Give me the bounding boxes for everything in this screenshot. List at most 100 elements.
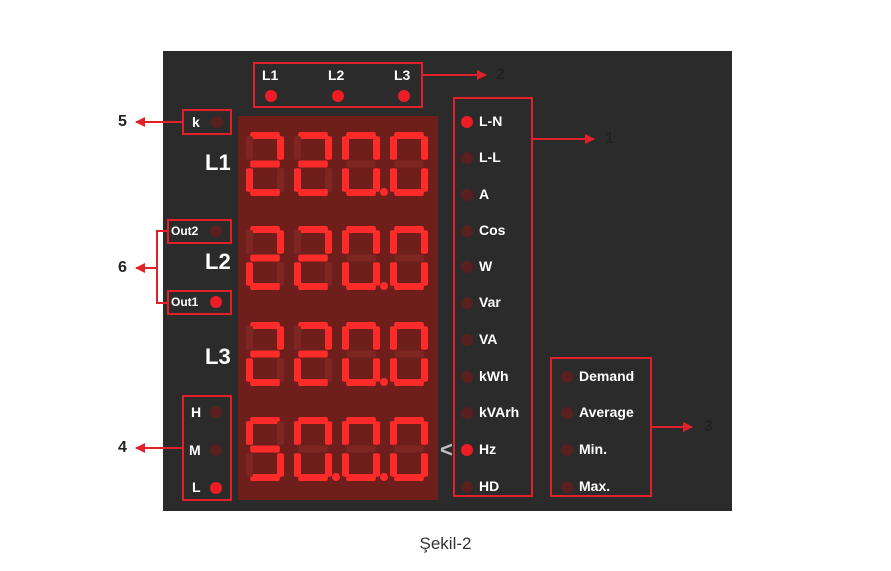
digit-segment-c bbox=[373, 262, 380, 286]
digit-segment-a bbox=[298, 417, 328, 424]
measure-led-4 bbox=[461, 261, 473, 273]
digit-segment-b bbox=[421, 230, 428, 254]
digit-segment-f bbox=[294, 326, 301, 350]
measure-led-7 bbox=[461, 371, 473, 383]
l-led bbox=[210, 482, 222, 494]
digit-segment-e bbox=[342, 262, 349, 286]
phase-indicator-box bbox=[253, 62, 423, 108]
demand-indicator-box bbox=[550, 357, 652, 497]
measure-label: Var bbox=[479, 294, 501, 310]
out1-indicator-box bbox=[167, 290, 232, 315]
digit-segment-b bbox=[421, 421, 428, 445]
digit-segment-f bbox=[294, 230, 301, 254]
digit-segment-e bbox=[390, 262, 397, 286]
digit-segment-d bbox=[394, 283, 424, 290]
digit-segment-b bbox=[373, 230, 380, 254]
demand-led-2 bbox=[561, 444, 573, 456]
digit-segment-d bbox=[250, 283, 280, 290]
digit-segment-g bbox=[298, 350, 328, 358]
phase-label-l3: L3 bbox=[394, 67, 411, 83]
digit-segment-a bbox=[394, 132, 424, 139]
measure-label: Cos bbox=[479, 222, 506, 238]
demand-led-1 bbox=[561, 407, 573, 419]
demand-led-0 bbox=[561, 371, 573, 383]
digit-segment-g bbox=[346, 350, 376, 358]
measure-label: HD bbox=[479, 478, 500, 494]
digit-segment-a bbox=[250, 417, 280, 424]
digit-segment-c bbox=[373, 358, 380, 382]
digit-segment-g bbox=[298, 254, 328, 262]
digit-segment-d bbox=[394, 474, 424, 481]
measure-led-9 bbox=[461, 444, 473, 456]
measure-label: kVArh bbox=[479, 404, 520, 420]
figure-caption: Şekil-2 bbox=[419, 534, 472, 553]
phase-label-l1: L1 bbox=[262, 67, 279, 83]
digit-segment-d bbox=[298, 474, 328, 481]
digit-segment-b bbox=[325, 326, 332, 350]
measure-led-10 bbox=[461, 481, 473, 493]
digit-segment-b bbox=[277, 421, 284, 445]
row-label-l2: L2 bbox=[205, 249, 231, 274]
out1-label: Out1 bbox=[171, 295, 199, 309]
digit-segment-b bbox=[325, 421, 332, 445]
digit-segment-d bbox=[250, 474, 280, 481]
demand-label: Average bbox=[579, 404, 634, 420]
measure-label: L-N bbox=[479, 113, 503, 129]
digit-segment-d bbox=[346, 379, 376, 386]
measure-led-3 bbox=[461, 225, 473, 237]
digit-segment-f bbox=[246, 136, 253, 160]
digit-segment-b bbox=[421, 136, 428, 160]
measure-label: A bbox=[479, 186, 490, 202]
digit-segment-f bbox=[390, 326, 397, 350]
digit-segment-b bbox=[277, 326, 284, 350]
digit-segment-f bbox=[342, 230, 349, 254]
decimal-point bbox=[380, 378, 388, 386]
phase-led-l3 bbox=[398, 90, 410, 102]
digit-segment-b bbox=[277, 230, 284, 254]
h-led bbox=[210, 406, 222, 418]
callout-3: 3 bbox=[704, 418, 713, 435]
digit-segment-e bbox=[390, 358, 397, 382]
digit-segment-f bbox=[246, 421, 253, 445]
callout-5: 5 bbox=[118, 113, 127, 130]
digit-segment-a bbox=[298, 322, 328, 329]
digit-segment-f bbox=[246, 326, 253, 350]
digit-segment-c bbox=[373, 168, 380, 192]
digit-segment-a bbox=[250, 132, 280, 139]
digit-segment-a bbox=[346, 322, 376, 329]
phase-led-l2 bbox=[332, 90, 344, 102]
measure-led-1 bbox=[461, 152, 473, 164]
digit-segment-g bbox=[346, 160, 376, 168]
digit-segment-d bbox=[346, 474, 376, 481]
l-label: L bbox=[192, 479, 201, 495]
measure-label: W bbox=[479, 258, 493, 274]
digit-segment-g bbox=[394, 445, 424, 453]
digit-segment-b bbox=[373, 326, 380, 350]
measure-label: L-L bbox=[479, 149, 501, 165]
digit-segment-b bbox=[373, 136, 380, 160]
digit-segment-c bbox=[325, 358, 332, 382]
digit-segment-g bbox=[250, 254, 280, 262]
demand-label: Demand bbox=[579, 368, 635, 384]
digit-segment-b bbox=[373, 421, 380, 445]
digit-segment-d bbox=[250, 379, 280, 386]
measure-led-8 bbox=[461, 407, 473, 419]
measure-label: Hz bbox=[479, 441, 497, 457]
digit-segment-f bbox=[342, 136, 349, 160]
callout-bracket-6 bbox=[156, 230, 167, 304]
digit-segment-f bbox=[342, 421, 349, 445]
callout-4: 4 bbox=[118, 439, 127, 456]
out2-led bbox=[210, 225, 222, 237]
digit-segment-c bbox=[325, 168, 332, 192]
digit-segment-a bbox=[394, 322, 424, 329]
measure-led-2 bbox=[461, 189, 473, 201]
digit-segment-a bbox=[394, 417, 424, 424]
phase-led-l1 bbox=[265, 90, 277, 102]
digit-segment-c bbox=[421, 168, 428, 192]
digit-segment-e bbox=[342, 168, 349, 192]
hml-indicator-box bbox=[182, 395, 232, 501]
measure-label: kWh bbox=[479, 368, 509, 384]
digit-segment-d bbox=[250, 189, 280, 196]
